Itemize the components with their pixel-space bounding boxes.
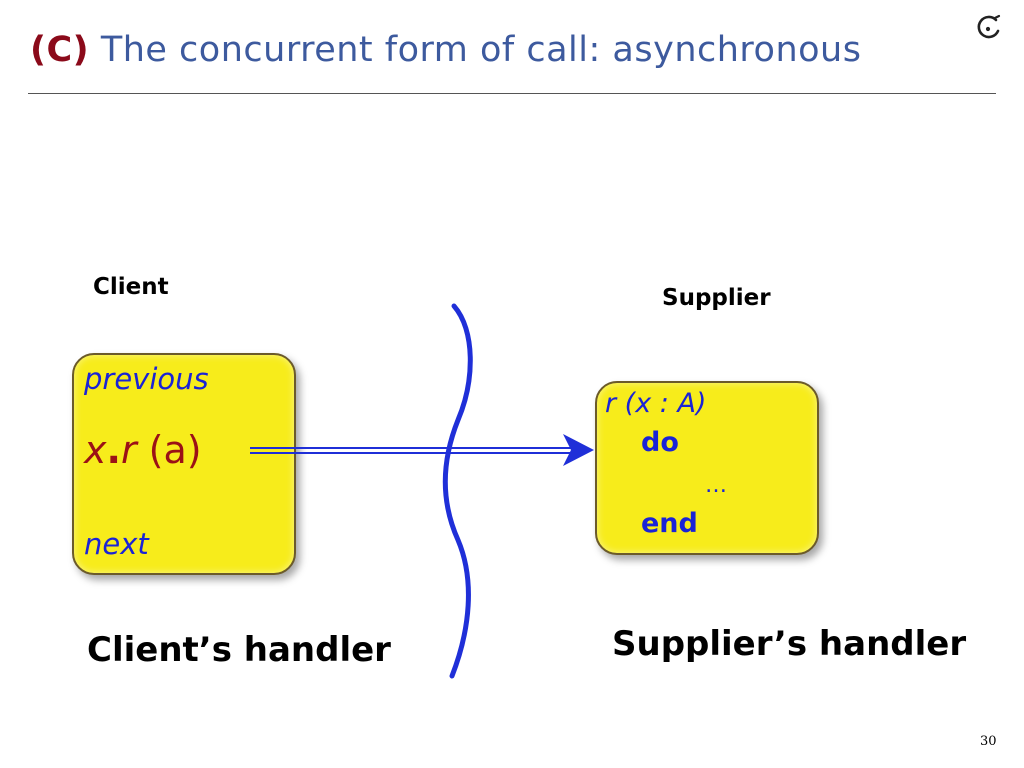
call-target: x <box>84 428 107 472</box>
title-divider <box>28 93 996 94</box>
client-code-previous: previous <box>84 362 209 396</box>
supplier-signature: r (x : A) <box>605 388 707 419</box>
call-args: (a) <box>136 428 202 472</box>
page-number: 30 <box>980 734 997 749</box>
supplier-label: Supplier <box>662 285 771 311</box>
handler-divider <box>442 303 473 679</box>
client-handler-label: Client’s handler <box>87 630 391 670</box>
call-dot: . <box>106 428 121 472</box>
logo-icon <box>977 14 1001 39</box>
client-label: Client <box>93 274 169 300</box>
client-call: x.r (a) <box>84 428 202 472</box>
title-prefix: (C) <box>30 30 90 70</box>
supplier-box <box>595 381 819 555</box>
client-code-next: next <box>84 527 149 561</box>
title-text: The concurrent form of call: asynchronou… <box>100 30 862 70</box>
supplier-ellipsis: … <box>705 473 727 498</box>
slide-title: (C) The concurrent form of call: asynchr… <box>30 30 861 70</box>
call-feature: r <box>120 428 137 472</box>
arrow-icon <box>250 434 594 466</box>
supplier-keyword-do: do <box>641 427 679 458</box>
supplier-handler-label: Supplier’s handler <box>612 624 967 664</box>
client-box <box>72 353 296 575</box>
supplier-keyword-end: end <box>641 508 698 539</box>
